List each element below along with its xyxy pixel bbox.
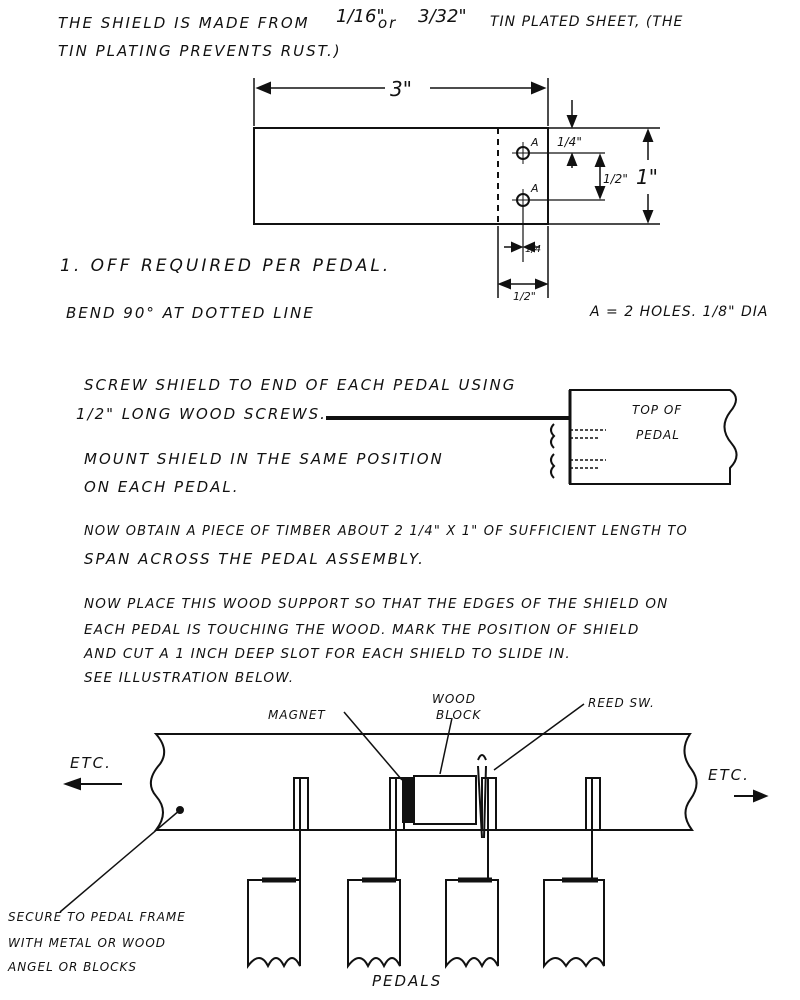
- reed-switch-label: REED SW.: [588, 696, 655, 710]
- wood-support-beam: [149, 733, 698, 831]
- note-holes: A = 2 HOLES. 1/8" DIA: [590, 304, 769, 320]
- hole-label-top: A: [530, 136, 539, 149]
- magnet-shape: [402, 777, 413, 823]
- intro-line-1: THE SHIELD IS MADE FROM: [58, 14, 310, 32]
- screw-thread-bottom: [570, 459, 606, 469]
- pedal-end-outline: [569, 389, 738, 485]
- secure-leader: [59, 809, 181, 913]
- pedals-label: PEDALS: [372, 972, 443, 990]
- flange-dimension-label: 1/2": [513, 290, 536, 303]
- screw-head-bottom: [550, 453, 556, 479]
- edge-offset-dimension-label: 1/4: [525, 244, 541, 255]
- timber-line-1: NOW OBTAIN A PIECE OF TIMBER ABOUT 2 1/4…: [84, 524, 688, 539]
- support-line-3: AND CUT A 1 INCH DEEP SLOT FOR EACH SHIE…: [84, 646, 571, 662]
- mount-line-4: ON EACH PEDAL.: [84, 478, 240, 496]
- screw-thread-top: [570, 429, 606, 439]
- intro-or: or: [378, 14, 398, 32]
- top-offset-dimension-label: 1/4": [557, 135, 582, 149]
- pedal-3: [445, 879, 499, 969]
- intro-fraction-b: 3/32": [418, 6, 467, 27]
- note-bend: BEND 90° AT DOTTED LINE: [66, 304, 315, 322]
- secure-line-2: WITH METAL OR WOOD: [8, 936, 167, 950]
- intro-fraction-a: 1/16": [336, 6, 385, 27]
- intro-line-1-end: TIN PLATED SHEET, (THE: [490, 14, 684, 30]
- support-line-1: NOW PLACE THIS WOOD SUPPORT SO THAT THE …: [84, 596, 669, 612]
- note-required: 1. OFF REQUIRED PER PEDAL.: [60, 256, 392, 276]
- etc-left-label: ETC.: [70, 754, 112, 772]
- wood-block-label-2: BLOCK: [436, 708, 482, 722]
- etc-right-label: ETC.: [708, 766, 750, 784]
- mount-line-1: SCREW SHIELD TO END OF EACH PEDAL USING: [84, 376, 517, 394]
- hole-spacing-dimension-label: 1/2": [603, 172, 628, 186]
- mount-line-2: 1/2" LONG WOOD SCREWS.: [76, 405, 327, 423]
- height-dimension-label: 1": [636, 165, 658, 189]
- mount-line-3: MOUNT SHIELD IN THE SAME POSITION: [84, 450, 444, 468]
- pedal-2: [347, 879, 401, 969]
- width-dimension-label: 3": [390, 77, 412, 101]
- pedal-1: [247, 879, 301, 969]
- pedal-top-label-2: PEDAL: [636, 428, 680, 442]
- intro-line-2: TIN PLATING PREVENTS RUST.): [58, 42, 342, 60]
- support-line-2: EACH PEDAL IS TOUCHING THE WOOD. MARK TH…: [84, 622, 640, 638]
- wood-block-leader: [439, 717, 453, 775]
- reed-switch-shape: [477, 754, 487, 839]
- reed-switch-leader: [493, 703, 585, 771]
- timber-line-2: SPAN ACROSS THE PEDAL ASSEMBLY.: [84, 550, 425, 568]
- secure-line-1: SECURE TO PEDAL FRAME: [8, 910, 186, 924]
- pedal-4: [543, 879, 605, 969]
- magnet-leader: [343, 711, 403, 781]
- magnet-label: MAGNET: [268, 708, 326, 722]
- secure-line-3: ANGEL OR BLOCKS: [8, 960, 138, 974]
- wood-block-label-1: WOOD: [432, 692, 476, 706]
- pedal-top-label-1: TOP OF: [632, 403, 683, 417]
- shield-plate-outline: [253, 127, 549, 225]
- wood-block-shape: [413, 775, 477, 825]
- support-line-4: SEE ILLUSTRATION BELOW.: [84, 670, 295, 686]
- screw-head-top: [550, 423, 556, 449]
- hole-label-bottom: A: [530, 182, 539, 195]
